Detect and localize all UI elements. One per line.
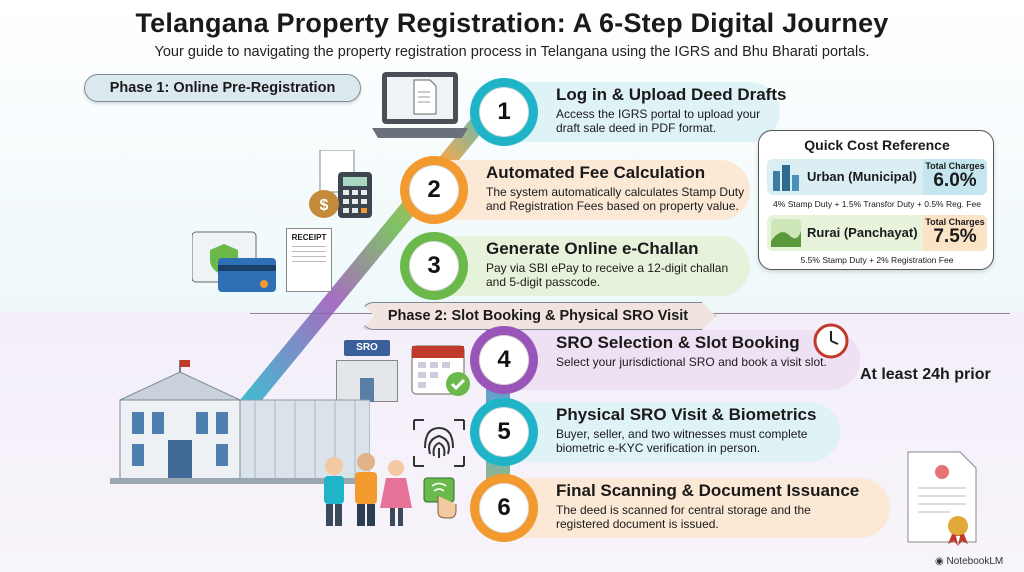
fingerprint-icon (413, 419, 465, 467)
calculator-icon: $ (309, 150, 372, 218)
phase2-label: Phase 2: Slot Booking & Physical SRO Vis… (360, 302, 716, 330)
rural-row: Rurai (Panchayat) Total Charges 7.5% (767, 215, 987, 251)
branding: ◉ NotebookLM (935, 556, 1004, 567)
step-5-band (510, 402, 840, 462)
clock-icon (813, 323, 849, 359)
notebooklm-logo-icon: ◉ (935, 556, 947, 567)
phase1-label: Phase 1: Online Pre-Registration (84, 74, 361, 102)
urban-row: Urban (Municipal) Total Charges 6.0% (767, 159, 987, 195)
urban-name: Urban (Municipal) (807, 169, 917, 184)
urban-value: 6.0% (933, 170, 977, 191)
rural-value: 7.5% (933, 226, 977, 247)
step-4-band (510, 330, 860, 390)
card-payment-icon (192, 231, 276, 292)
step-3-desc: Pay via SBI ePay to receive a 12-digit c… (486, 261, 729, 289)
people-icon (324, 453, 412, 526)
step-1-band (510, 82, 780, 142)
step-6-band (510, 478, 890, 538)
government-building-icon (110, 360, 370, 484)
svg-text:$: $ (320, 197, 329, 214)
step-4: 4 SRO Selection & Slot Booking Select yo… (470, 326, 860, 394)
step-5-badge: 5 (470, 398, 538, 466)
step-1-title: Log in & Upload Deed Drafts (556, 85, 787, 104)
city-icon (773, 165, 799, 191)
timing-note: At least 24h prior (860, 366, 991, 383)
step-2-badge: 2 (400, 156, 468, 224)
step-3-badge: 3 (400, 232, 468, 300)
page-title: Telangana Property Registration: A 6-Ste… (135, 8, 889, 38)
page-subtitle: Your guide to navigating the property re… (154, 44, 870, 60)
step-4-badge: 4 (470, 326, 538, 394)
step-2-band (440, 160, 750, 220)
step-3: 3 Generate Online e-Challan Pay via SBI … (400, 232, 750, 300)
step-3-band (440, 236, 750, 296)
cost-reference-card: Quick Cost Reference Urban (Municipal) T… (758, 130, 994, 270)
step-4-desc: Select your jurisdictional SRO and book … (556, 355, 827, 369)
rural-note: 5.5% Stamp Duty + 2% Registration Fee (800, 255, 954, 265)
rural-name: Rurai (Panchayat) (807, 225, 918, 240)
urban-total: Total Charges 6.0% (923, 159, 987, 195)
cost-reference-title: Quick Cost Reference (804, 137, 950, 153)
step-3-title: Generate Online e-Challan (486, 239, 699, 258)
touch-scanner-icon (423, 477, 457, 519)
step-2-title: Automated Fee Calculation (486, 163, 706, 182)
landscape-icon (771, 219, 801, 247)
step-5-desc: Buyer, seller, and two witnesses must co… (556, 427, 808, 455)
step-6-title: Final Scanning & Document Issuance (556, 481, 860, 500)
step-6-desc: The deed is scanned for central storage … (556, 503, 811, 531)
receipt-icon: RECEIPT (286, 228, 332, 292)
step-4-title: SRO Selection & Slot Booking (556, 333, 800, 352)
rural-total: Total Charges 7.5% (923, 215, 987, 251)
urban-note: 4% Stamp Duty + 1.5% Transfor Duty + 0.5… (773, 199, 981, 209)
step-1-badge: 1 (470, 78, 538, 146)
sro-sign: SRO (344, 340, 390, 356)
step-1-desc: Access the IGRS portal to upload your dr… (556, 107, 761, 135)
step-1: 1 Log in & Upload Deed Drafts Access the… (470, 78, 786, 146)
step-6-badge: 6 (470, 474, 538, 542)
step-2-desc: The system automatically calculates Stam… (486, 185, 745, 213)
step-2: 2 Automated Fee Calculation The system a… (400, 156, 750, 224)
calendar-icon (411, 345, 470, 396)
laptop-icon (372, 72, 468, 138)
certificate-icon (907, 451, 977, 546)
step-5: 5 Physical SRO Visit & Biometrics Buyer,… (470, 398, 840, 466)
step-6: 6 Final Scanning & Document Issuance The… (470, 474, 890, 542)
step-5-title: Physical SRO Visit & Biometrics (556, 405, 817, 424)
